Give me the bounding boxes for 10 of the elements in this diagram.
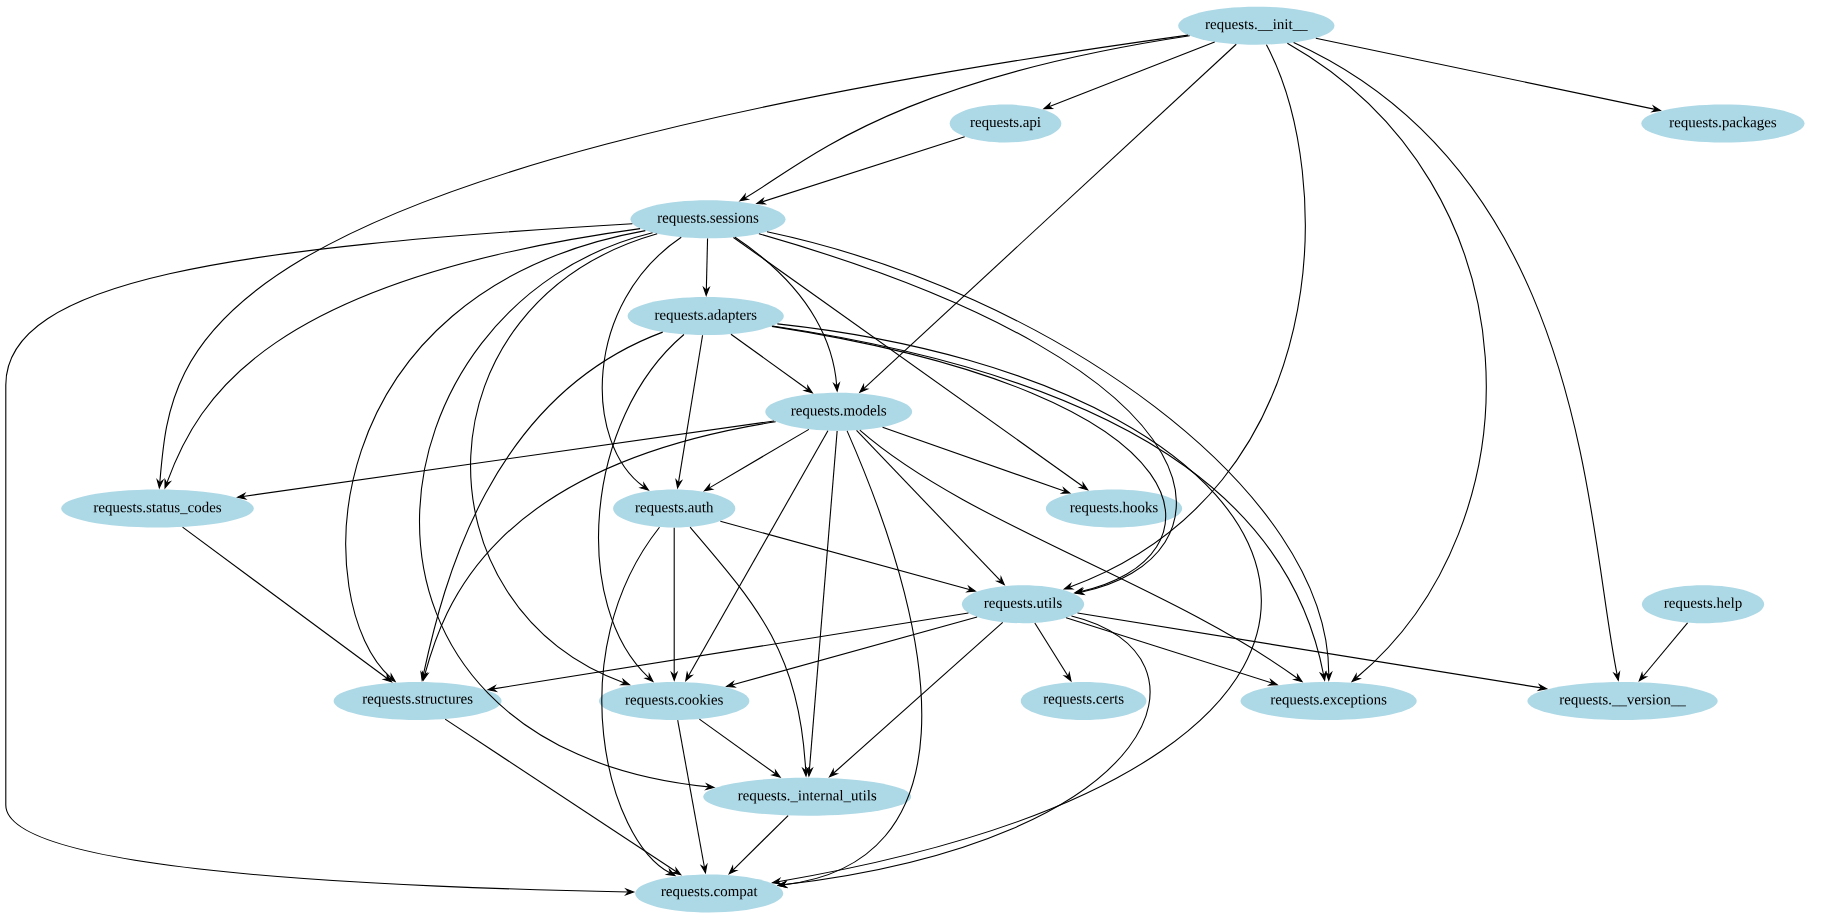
arrow (771, 325, 1166, 595)
arrow (758, 233, 1176, 596)
arrow (828, 621, 1004, 778)
arrow (703, 428, 810, 492)
arrow (470, 233, 658, 686)
arrow (732, 236, 1089, 491)
arrow (601, 236, 682, 491)
arrow (685, 430, 829, 682)
arrow (728, 815, 789, 875)
arrow (182, 526, 393, 683)
